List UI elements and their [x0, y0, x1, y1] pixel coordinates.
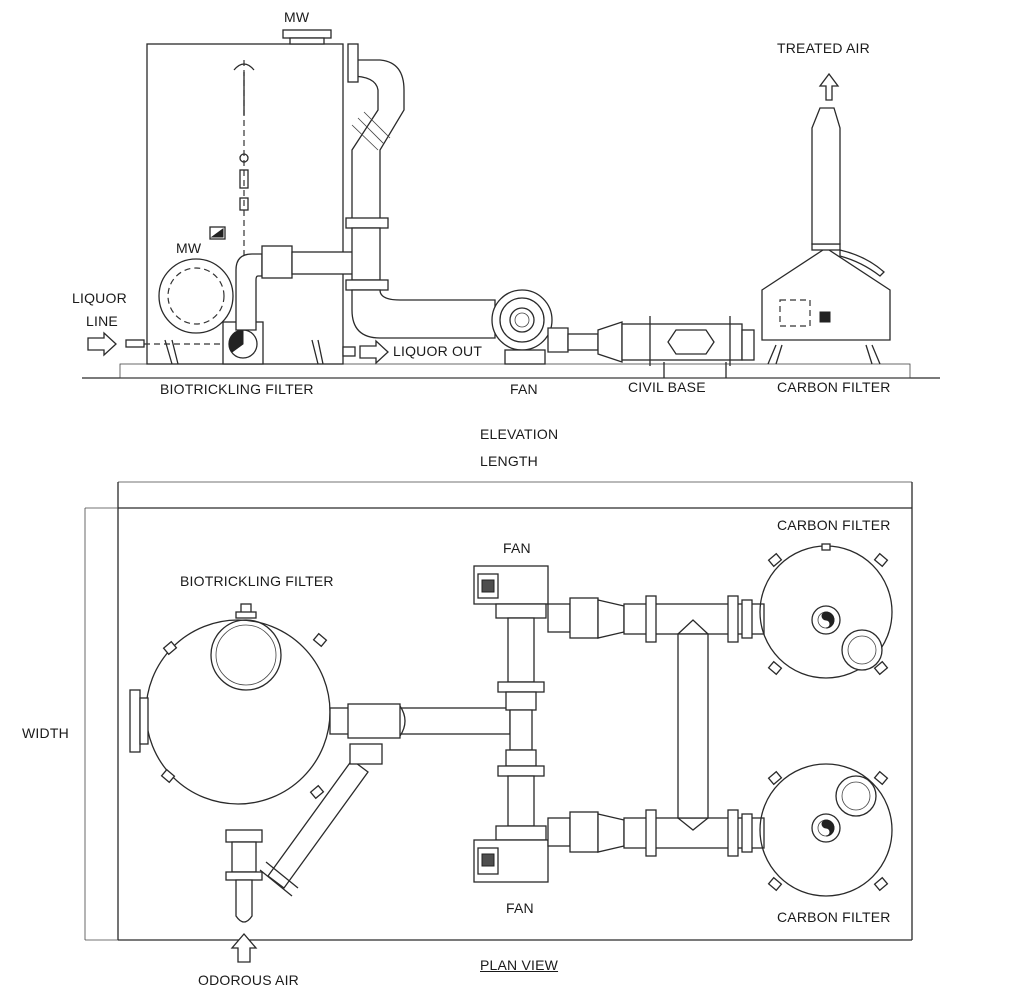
fan-elevation — [491, 289, 569, 365]
biotrickling-tank-plan — [129, 603, 511, 923]
fan-bottom-label: FAN — [506, 900, 534, 916]
liquor-line-label-2: LINE — [86, 313, 118, 329]
width-label: WIDTH — [22, 725, 69, 741]
civil-base-slab — [119, 363, 911, 379]
carbon-filter-bottom-plan — [759, 763, 893, 897]
odorous-air-arrow — [230, 933, 258, 963]
liquor-line-label-1: LIQUOR — [72, 290, 127, 306]
mw-side-label: MW — [176, 240, 202, 256]
length-label: LENGTH — [480, 453, 538, 469]
carbon-filter-bottom-label: CARBON FILTER — [777, 909, 891, 925]
fan-top-label: FAN — [503, 540, 531, 556]
treated-air-label: TREATED AIR — [777, 40, 870, 56]
biotrickling-filter-elevation-label: BIOTRICKLING FILTER — [160, 381, 314, 397]
plan-view-title: PLAN VIEW — [480, 957, 559, 973]
outlet-duct-elevation — [235, 43, 496, 339]
carbon-filter-elevation — [761, 72, 891, 365]
elevation-title: ELEVATION — [480, 426, 559, 442]
odorous-air-label: ODOROUS AIR — [198, 972, 299, 988]
carbon-filter-top-plan — [759, 543, 893, 679]
fan-manifold-plan — [473, 565, 765, 883]
carbon-filter-elevation-label: CARBON FILTER — [777, 379, 891, 395]
biotrickling-filter-plan-label: BIOTRICKLING FILTER — [180, 573, 334, 589]
mw-top-label: MW — [284, 9, 310, 25]
fan-elevation-label: FAN — [510, 381, 538, 397]
elevation-view — [82, 29, 940, 379]
plan-view — [84, 481, 913, 963]
connecting-duct-elevation — [567, 316, 755, 378]
liquor-out-arrow — [359, 339, 389, 365]
civil-base-label: CIVIL BASE — [628, 379, 706, 395]
biotrickling-tank-elevation — [125, 29, 356, 365]
liquor-out-label: LIQUOR OUT — [393, 343, 483, 359]
carbon-filter-top-label: CARBON FILTER — [777, 517, 891, 533]
liquor-line-arrow — [87, 331, 117, 357]
